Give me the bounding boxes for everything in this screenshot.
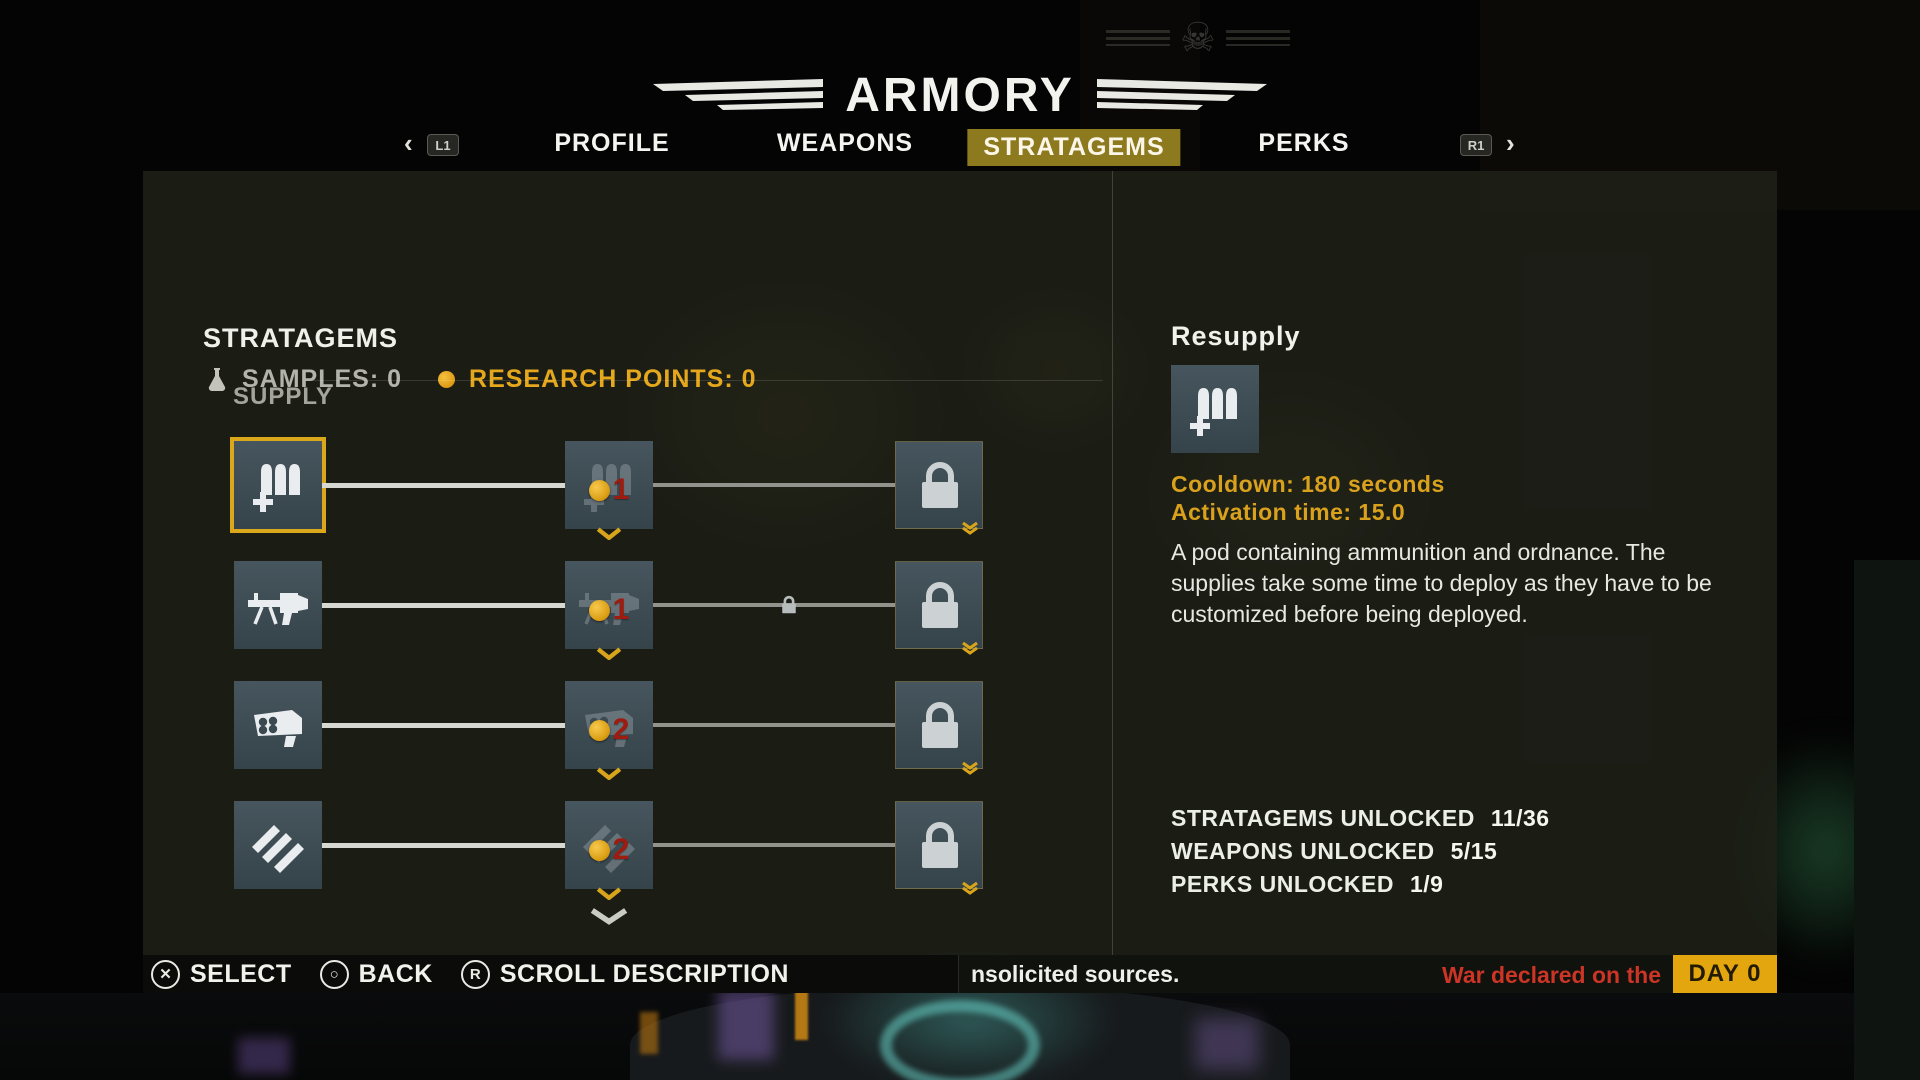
news-ticker: nsolicited sources. War declared on the … — [958, 955, 1777, 993]
description-text: A pod containing ammunition and ordnance… — [1171, 539, 1712, 627]
select-hint-label: SELECT — [190, 959, 292, 988]
stratagem-row: 2 — [143, 681, 1112, 780]
stratagem-row: 1 — [143, 441, 1112, 540]
connector-line — [322, 483, 565, 488]
lock-icon — [922, 462, 958, 508]
research-cost-coin-icon — [588, 479, 610, 501]
stat-label: STRATAGEMS UNLOCKED — [1171, 805, 1475, 831]
upgrade-chevron-icon — [596, 527, 622, 540]
upgrade-chevron-icon — [596, 887, 622, 900]
upgrade-chevron-icon — [596, 767, 622, 780]
scroll-down-chevron[interactable] — [589, 907, 629, 925]
stat-label: WEAPONS UNLOCKED — [1171, 838, 1435, 864]
stat-weapons-unlocked: WEAPONS UNLOCKED 5/15 — [1171, 838, 1497, 865]
locked-chevron-icon — [962, 641, 978, 655]
locked-tile[interactable] — [895, 681, 983, 775]
resources-bar: SAMPLES: 0 RESEARCH POINTS: 0 — [206, 365, 757, 394]
connector-line — [322, 843, 565, 848]
stratagem-row: 2 — [143, 801, 1112, 900]
stratagem-tile-resupply[interactable] — [234, 441, 322, 529]
scroll-description-hint-label: SCROLL DESCRIPTION — [499, 959, 789, 988]
stratagem-tile-grenade-launcher[interactable] — [234, 681, 322, 769]
upgrade-tile-grenade-launcher[interactable]: 2 — [565, 681, 653, 780]
upgrade-cost: 1 — [565, 475, 653, 505]
locked-tile[interactable] — [895, 561, 983, 655]
stat-value: 5/15 — [1450, 838, 1498, 864]
machine-gun-icon — [248, 593, 308, 625]
sample-flask-icon — [208, 367, 226, 391]
footer-bar: ✕ SELECT ○ BACK R SCROLL DESCRIPTION nso… — [143, 955, 1777, 993]
category-divider — [311, 380, 1103, 381]
category-label: SUPPLY — [233, 383, 333, 410]
detail-stratagem-tile — [1171, 365, 1259, 453]
ticker-text: nsolicited sources. — [971, 961, 1180, 987]
stat-label: PERKS UNLOCKED — [1171, 871, 1394, 897]
armory-panel: SAMPLES: 0 RESEARCH POINTS: 0 STRATAGEMS… — [143, 171, 1777, 955]
upgrade-tile-strafing-run[interactable]: 2 — [565, 801, 653, 900]
chevron-down-icon — [590, 908, 628, 925]
cooldown-text: Cooldown: 180 seconds — [1171, 471, 1445, 497]
samples-count: SAMPLES: 0 — [242, 365, 403, 393]
emblem-wing-left — [1106, 30, 1170, 46]
upgrade-tile-resupply[interactable]: 1 — [565, 441, 653, 540]
connector-line — [653, 843, 895, 847]
stat-value: 11/36 — [1490, 805, 1550, 831]
locked-tile[interactable] — [895, 801, 983, 895]
research-points-count: RESEARCH POINTS: 0 — [469, 365, 757, 393]
locked-chevron-icon — [962, 761, 978, 775]
r-stick-button-icon: R — [460, 959, 490, 989]
upgrade-cost: 1 — [565, 595, 653, 625]
stratagem-row: 1 — [143, 561, 1112, 660]
research-cost-coin-icon — [588, 839, 610, 861]
upgrade-cost: 2 — [565, 715, 653, 745]
connector-line — [653, 723, 895, 727]
locked-chevron-icon — [962, 521, 978, 535]
stratagems-section-title: STRATAGEMS — [203, 323, 398, 353]
connector-line — [653, 603, 895, 607]
resupply-icon — [253, 464, 300, 512]
stratagem-tile-machine-gun[interactable] — [234, 561, 322, 649]
grenade-launcher-icon — [254, 710, 302, 747]
stat-stratagems-unlocked: STRATAGEMS UNLOCKED 11/36 — [1171, 805, 1550, 832]
lock-icon — [922, 582, 958, 628]
skull-icon: ☠ — [1180, 16, 1216, 60]
locked-tile[interactable] — [895, 441, 983, 535]
upgrade-chevron-icon — [596, 647, 622, 660]
war-declaration-text: War declared on the — [1442, 962, 1661, 988]
stat-perks-unlocked: PERKS UNLOCKED 1/9 — [1171, 871, 1443, 898]
day-badge: DAY 0 — [1673, 955, 1777, 993]
connector-line — [322, 723, 565, 728]
connector-line — [653, 483, 895, 487]
research-cost-coin-icon — [588, 719, 610, 741]
stratagem-tile-strafing-run[interactable] — [234, 801, 322, 889]
stat-value: 1/9 — [1409, 871, 1444, 897]
wall-emblem: ☠ — [1106, 18, 1290, 58]
upgrade-tile-machine-gun[interactable]: 1 — [565, 561, 653, 660]
connector-line — [322, 603, 565, 608]
detail-title: Resupply — [1171, 321, 1301, 351]
upgrade-cost: 2 — [565, 835, 653, 865]
research-point-icon — [438, 371, 456, 388]
emblem-wing-right — [1225, 30, 1290, 46]
locked-chevron-icon — [962, 881, 978, 895]
research-cost-coin-icon — [588, 599, 610, 621]
circle-button-icon: ○ — [319, 959, 349, 989]
activation-text: Activation time: 15.0 — [1171, 499, 1406, 525]
lock-icon — [922, 822, 958, 868]
cross-button-icon: ✕ — [151, 959, 180, 989]
controller-hints: ✕ SELECT ○ BACK R SCROLL DESCRIPTION — [151, 955, 807, 993]
panel-divider — [1112, 171, 1113, 955]
lock-icon — [922, 702, 958, 748]
strafing-run-icon — [252, 825, 304, 873]
link-lock-icon — [782, 595, 796, 614]
resupply-icon — [1190, 388, 1237, 436]
back-hint-label: BACK — [358, 959, 433, 988]
